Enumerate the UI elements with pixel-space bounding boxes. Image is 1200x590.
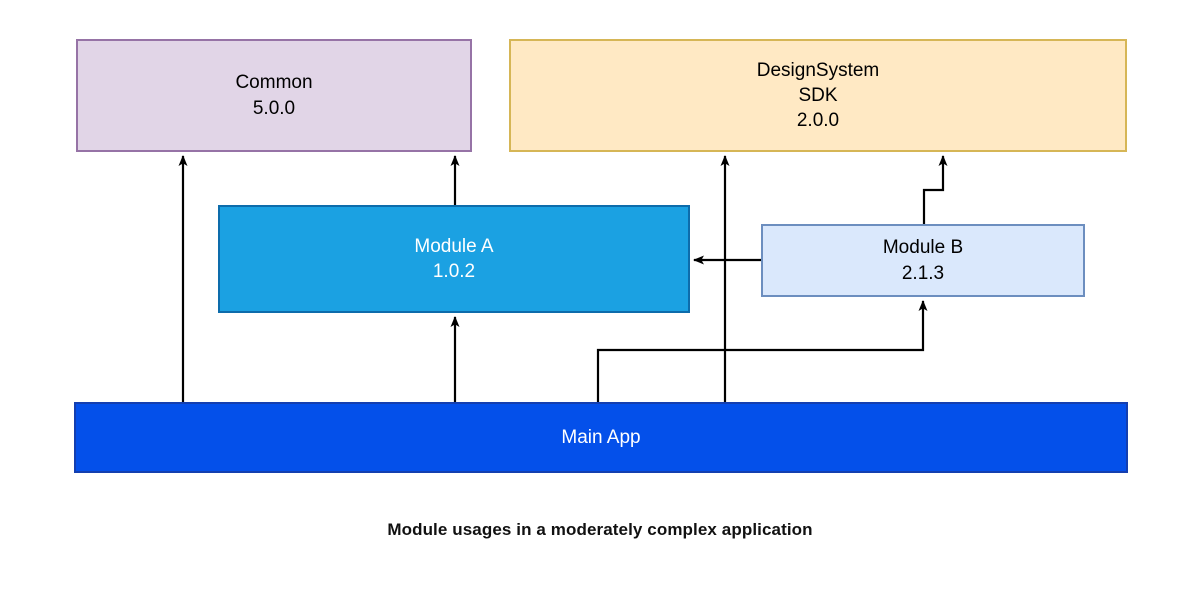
node-designsystem-subtitle: SDK	[798, 84, 838, 106]
node-mainapp[interactable]: Main App	[74, 402, 1128, 473]
node-designsystem-version: 2.0.0	[796, 110, 840, 132]
node-moduleb-name: Module B	[882, 237, 964, 259]
node-modulea-version: 1.0.2	[432, 261, 476, 282]
node-moduleb[interactable]: Module B 2.1.3	[761, 224, 1085, 297]
node-moduleb-version: 2.1.3	[901, 262, 945, 284]
node-common-version: 5.0.0	[252, 97, 296, 119]
diagram-caption: Module usages in a moderately complex ap…	[387, 520, 813, 539]
node-common-name: Common	[235, 72, 313, 94]
node-designsystem-name: DesignSystem	[756, 59, 880, 81]
node-designsystem[interactable]: DesignSystem SDK 2.0.0	[509, 39, 1127, 152]
node-mainapp-name: Main App	[561, 426, 641, 448]
node-modulea-name: Module A	[414, 235, 494, 257]
node-modulea[interactable]: Module A 1.0.2	[218, 205, 690, 313]
edge-mainapp-to-moduleb	[596, 300, 928, 402]
node-common[interactable]: Common 5.0.0	[76, 39, 472, 152]
